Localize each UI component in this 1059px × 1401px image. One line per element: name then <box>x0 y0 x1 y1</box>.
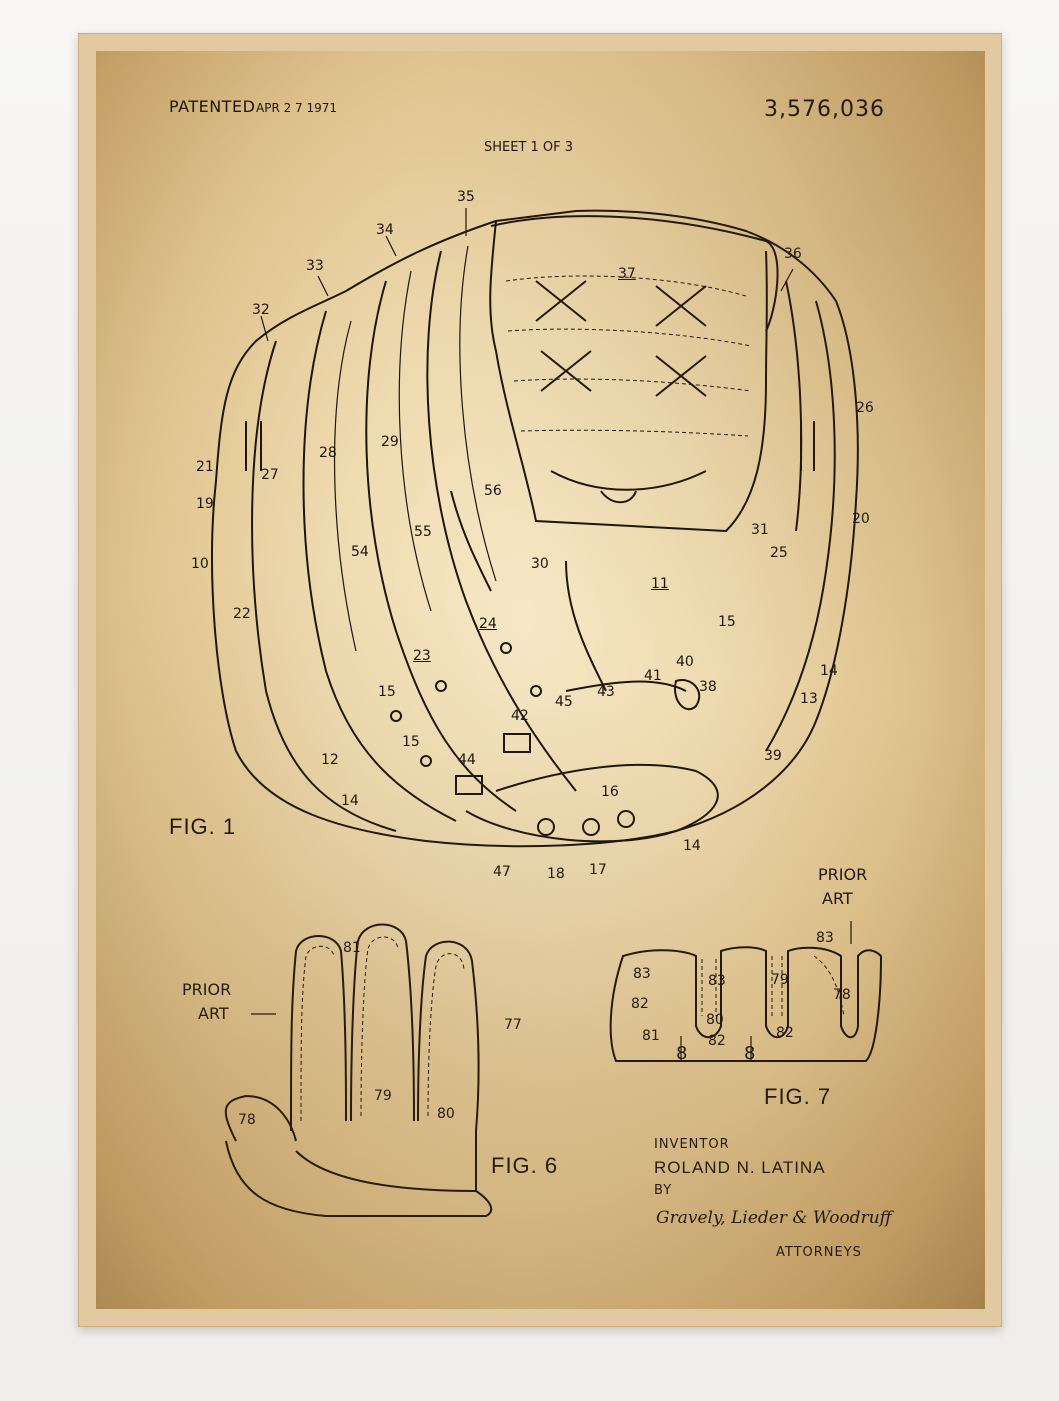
fig6-drawing <box>224 923 493 1217</box>
ref-35: 35 <box>457 189 475 205</box>
ref-55: 55 <box>414 524 432 540</box>
fig6-ref-79: 79 <box>374 1088 392 1104</box>
inventor-heading: INVENTOR <box>654 1137 730 1152</box>
ref-32: 32 <box>252 302 270 318</box>
ref-28: 28 <box>319 445 337 461</box>
fig7-ref-80: 80 <box>706 1012 724 1028</box>
fig7-ref-8a: 8 <box>676 1043 688 1064</box>
ref-41: 41 <box>644 668 662 684</box>
attorney-signature: Gravely, Lieder & Woodruff <box>656 1208 892 1228</box>
patent-drawing <box>211 208 883 1217</box>
ref-15a: 15 <box>718 614 736 630</box>
ref-20: 20 <box>852 511 870 527</box>
ref-29: 29 <box>381 434 399 450</box>
ref-37: 37 <box>618 266 636 282</box>
glove-drawing <box>211 208 859 848</box>
ref-10: 10 <box>191 556 209 572</box>
ref-34: 34 <box>376 222 394 238</box>
fig6-ref-78: 78 <box>238 1112 256 1128</box>
ref-42: 42 <box>511 708 529 724</box>
ref-14b: 14 <box>341 793 359 809</box>
fig7-ref-83b: 83 <box>633 966 651 982</box>
ref-13: 13 <box>800 691 818 707</box>
inventor-by: BY <box>654 1183 673 1198</box>
sheet-indicator: SHEET 1 OF 3 <box>484 140 574 155</box>
ref-19: 19 <box>196 496 214 512</box>
ref-23: 23 <box>413 648 431 664</box>
ref-16: 16 <box>601 784 619 800</box>
ref-12: 12 <box>321 752 339 768</box>
fig6-art-label: ART <box>198 1004 229 1023</box>
ref-44: 44 <box>458 752 476 768</box>
fig7-caption: FIG. 7 <box>764 1084 832 1109</box>
ref-56: 56 <box>484 483 502 499</box>
fig6-ref-81: 81 <box>343 940 361 956</box>
ref-43: 43 <box>597 684 615 700</box>
ref-14a: 14 <box>820 663 838 679</box>
ref-25: 25 <box>770 545 788 561</box>
fig1-caption: FIG. 1 <box>169 814 237 839</box>
fig6-ref-77: 77 <box>504 1017 522 1033</box>
ref-30: 30 <box>531 556 549 572</box>
ref-21: 21 <box>196 459 214 475</box>
attorneys-label: ATTORNEYS <box>776 1245 862 1260</box>
ref-36: 36 <box>784 246 802 262</box>
fig7-prior-label: PRIOR <box>818 865 868 884</box>
ref-39: 39 <box>764 748 782 764</box>
fig7-art-label: ART <box>822 889 853 908</box>
fig6-prior-label: PRIOR <box>182 980 232 999</box>
ref-15c: 15 <box>402 734 420 750</box>
inventor-name: ROLAND N. LATINA <box>654 1158 826 1177</box>
ref-26: 26 <box>856 400 874 416</box>
ref-54: 54 <box>351 544 369 560</box>
ref-11: 11 <box>651 576 669 592</box>
ref-40: 40 <box>676 654 694 670</box>
patented-date: APR 2 7 1971 <box>256 101 338 115</box>
fig7-ref-83a: 83 <box>816 930 834 946</box>
ref-45: 45 <box>555 694 573 710</box>
fig7-ref-82c: 82 <box>776 1025 794 1041</box>
ref-22: 22 <box>233 606 251 622</box>
fig7-ref-81: 81 <box>642 1028 660 1044</box>
patent-poster: PATENTED APR 2 7 1971 3,576,036 SHEET 1 … <box>96 51 985 1309</box>
ref-18: 18 <box>547 866 565 882</box>
ref-27: 27 <box>261 467 279 483</box>
fig6-caption: FIG. 6 <box>491 1153 559 1178</box>
ref-15b: 15 <box>378 684 396 700</box>
fig7-ref-8b: 8 <box>744 1043 756 1064</box>
patent-number: 3,576,036 <box>764 97 885 122</box>
fig6-ref-80: 80 <box>437 1106 455 1122</box>
fig7-ref-79: 79 <box>771 972 789 988</box>
ref-31: 31 <box>751 522 769 538</box>
fig7-ref-78: 78 <box>833 987 851 1003</box>
fig7-ref-83c: 83 <box>708 973 726 989</box>
ref-17: 17 <box>589 862 607 878</box>
patented-label: PATENTED <box>169 97 256 116</box>
fig7-drawing <box>251 921 883 1062</box>
ref-47: 47 <box>493 864 511 880</box>
ref-38: 38 <box>699 679 717 695</box>
ref-24: 24 <box>479 616 497 632</box>
ref-14c: 14 <box>683 838 701 854</box>
fig7-ref-82b: 82 <box>708 1033 726 1049</box>
ref-33: 33 <box>306 258 324 274</box>
fig7-ref-82a: 82 <box>631 996 649 1012</box>
